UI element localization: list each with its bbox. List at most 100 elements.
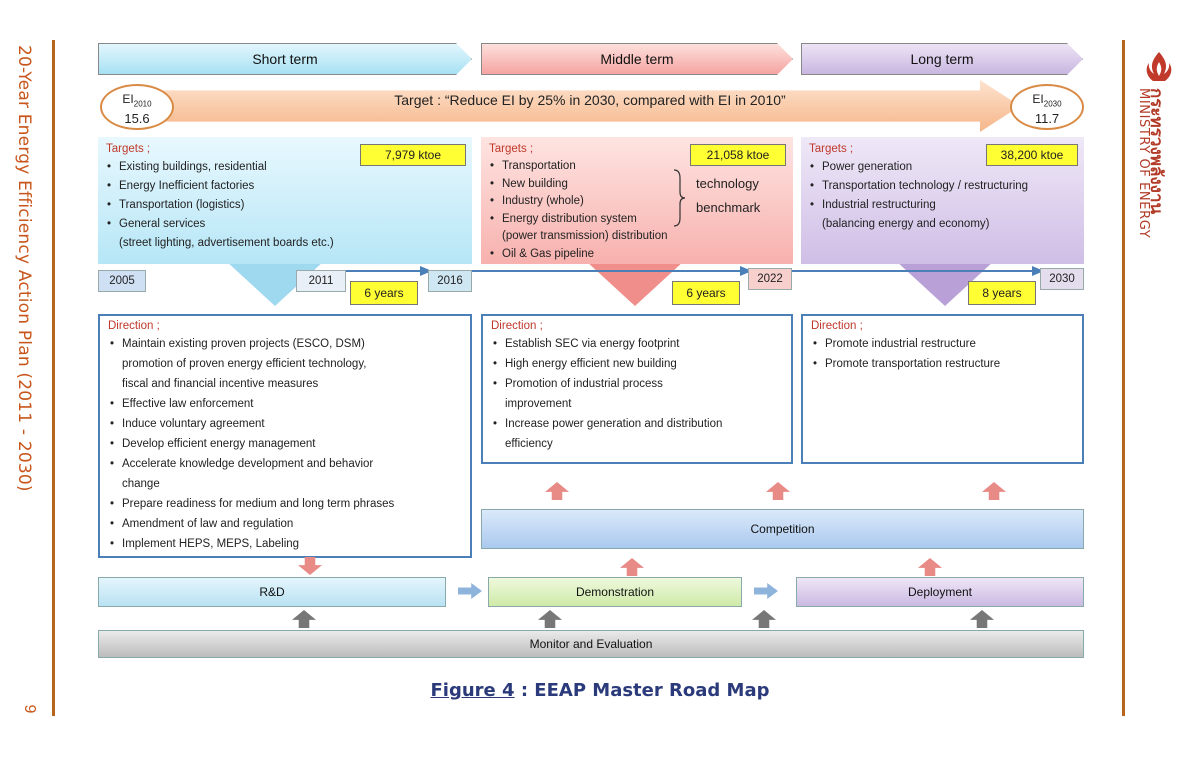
up-arrow-icon (538, 610, 562, 628)
list-item: Prepare readiness for medium and long te… (108, 494, 462, 514)
ei-2030-label: EI (1032, 92, 1044, 106)
demonstration-bar: Demonstration (488, 577, 742, 607)
list-item: Implement HEPS, MEPS, Labeling (108, 534, 462, 554)
deployment-bar: Deployment (796, 577, 1084, 607)
ei-2030-oval: EI2030 11.7 (1010, 84, 1084, 130)
list-item: General services (106, 215, 464, 234)
brace-icon (673, 169, 686, 227)
targets-title: Targets ; (489, 143, 534, 155)
long-term-ktoe: 38,200 ktoe (986, 144, 1078, 166)
targets-list: Power generation Transportation technolo… (809, 158, 1076, 234)
list-item: Promote transportation restructure (811, 354, 1074, 374)
up-arrow-icon (982, 482, 1006, 500)
monitor-evaluation-bar: Monitor and Evaluation (98, 630, 1084, 658)
right-margin-rule (1122, 40, 1125, 716)
benchmark-label: benchmark (696, 200, 761, 215)
year-2030: 2030 (1040, 268, 1084, 290)
direction-title: Direction ; (108, 320, 160, 332)
list-item: Oil & Gas pipeline (489, 246, 785, 264)
left-margin-rule (52, 40, 55, 716)
up-arrow-icon (545, 482, 569, 500)
list-item: Establish SEC via energy footprint (491, 334, 783, 354)
long-term-direction: Direction ; Promote industrial restructu… (801, 314, 1084, 464)
middle-term-header: Middle term (481, 43, 793, 75)
list-item: Accelerate knowledge development and beh… (108, 454, 462, 474)
targets-list: Existing buildings, residential Energy I… (106, 158, 464, 253)
list-item: improvement (505, 398, 572, 410)
up-arrow-icon (918, 558, 942, 576)
list-item: High energy efficient new building (491, 354, 783, 374)
list-item: (power transmission) distribution (502, 230, 668, 242)
direction-list: Maintain existing proven projects (ESCO,… (108, 334, 462, 554)
up-arrow-icon (752, 610, 776, 628)
ei-2010-oval: EI2010 15.6 (100, 84, 174, 130)
list-item: Energy Inefficient factories (106, 177, 464, 196)
year-2022: 2022 (748, 268, 792, 290)
ei-2010-value: 15.6 (124, 111, 150, 127)
up-arrow-icon (766, 482, 790, 500)
list-item: Develop efficient energy management (108, 434, 462, 454)
down-arrow-icon (298, 557, 322, 575)
ei-2030-sub: 2030 (1043, 99, 1062, 109)
ei-2010-sub: 2010 (133, 99, 152, 109)
technology-label: technology (696, 176, 759, 191)
targets-list: Transportation New building Industry (wh… (489, 158, 785, 263)
list-item: Maintain existing proven projects (ESCO,… (108, 334, 462, 354)
timeline-arrowhead-icon (1032, 266, 1044, 276)
list-item: change (122, 478, 160, 490)
list-item: promotion of proven energy efficient tec… (122, 358, 367, 370)
short-term-header: Short term (98, 43, 472, 75)
long-term-duration: 8 years (968, 281, 1036, 305)
short-term-duration: 6 years (350, 281, 418, 305)
up-arrow-icon (970, 610, 994, 628)
year-2016: 2016 (428, 270, 472, 292)
direction-title: Direction ; (491, 320, 543, 332)
direction-list: Establish SEC via energy footprint High … (491, 334, 783, 454)
ministry-english-name: MINISTRY OF ENERGY (1136, 88, 1151, 239)
list-item: Amendment of law and regulation (108, 514, 462, 534)
list-item: Induce voluntary agreement (108, 414, 462, 434)
running-title: 20-Year Energy Efficiency Action Plan (2… (2, 45, 46, 492)
targets-title: Targets ; (809, 143, 854, 155)
list-item: Transportation (logistics) (106, 196, 464, 215)
figure-number: Figure 4 (430, 680, 515, 701)
list-item: Transportation (489, 158, 785, 176)
competition-bar: Competition (481, 509, 1084, 549)
up-arrow-icon (292, 610, 316, 628)
list-item: (balancing energy and economy) (822, 218, 990, 230)
ministry-branding: กระทรวงพลังงาน MINISTRY OF ENERGY (1136, 50, 1186, 270)
list-item: Transportation technology / restructurin… (809, 177, 1076, 196)
middle-term-ktoe: 21,058 ktoe (690, 144, 786, 166)
ei-2030-value: 11.7 (1034, 111, 1060, 127)
direction-title: Direction ; (811, 320, 863, 332)
list-item: Promotion of industrial process (491, 374, 783, 394)
right-arrow-icon (458, 583, 482, 599)
long-term-header: Long term (801, 43, 1083, 75)
list-item: Existing buildings, residential (106, 158, 464, 177)
list-item: fiscal and financial incentive measures (122, 378, 319, 390)
ministry-logo-icon (1146, 52, 1172, 81)
short-term-targets: Targets ; Existing buildings, residentia… (98, 137, 472, 264)
middle-term-direction: Direction ; Establish SEC via energy foo… (481, 314, 793, 464)
list-item: Industry (whole) (489, 193, 785, 211)
year-2011: 2011 (296, 270, 346, 292)
direction-list: Promote industrial restructure Promote t… (811, 334, 1074, 374)
running-title-text: 20-Year Energy Efficiency Action Plan (2… (14, 45, 34, 492)
timeline-arrowhead-icon (740, 266, 752, 276)
page-number-text: 9 (21, 704, 38, 714)
list-item: Power generation (809, 158, 1076, 177)
rd-bar: R&D (98, 577, 446, 607)
list-item: Industrial restructuring (809, 196, 1076, 215)
figure-caption: Figure 4 : EEAP Master Road Map (430, 680, 770, 708)
year-2005: 2005 (98, 270, 146, 292)
list-item: Increase power generation and distributi… (491, 414, 783, 434)
page-number: 9 (14, 700, 44, 720)
right-arrow-icon (754, 583, 778, 599)
list-item: Energy distribution system (489, 211, 785, 229)
middle-term-duration: 6 years (672, 281, 740, 305)
short-term-ktoe: 7,979 ktoe (360, 144, 466, 166)
figure-title: : EEAP Master Road Map (514, 680, 770, 701)
short-term-direction: Direction ; Maintain existing proven pro… (98, 314, 472, 558)
targets-title: Targets ; (106, 143, 151, 155)
timeline-arrowhead-icon (420, 266, 432, 276)
